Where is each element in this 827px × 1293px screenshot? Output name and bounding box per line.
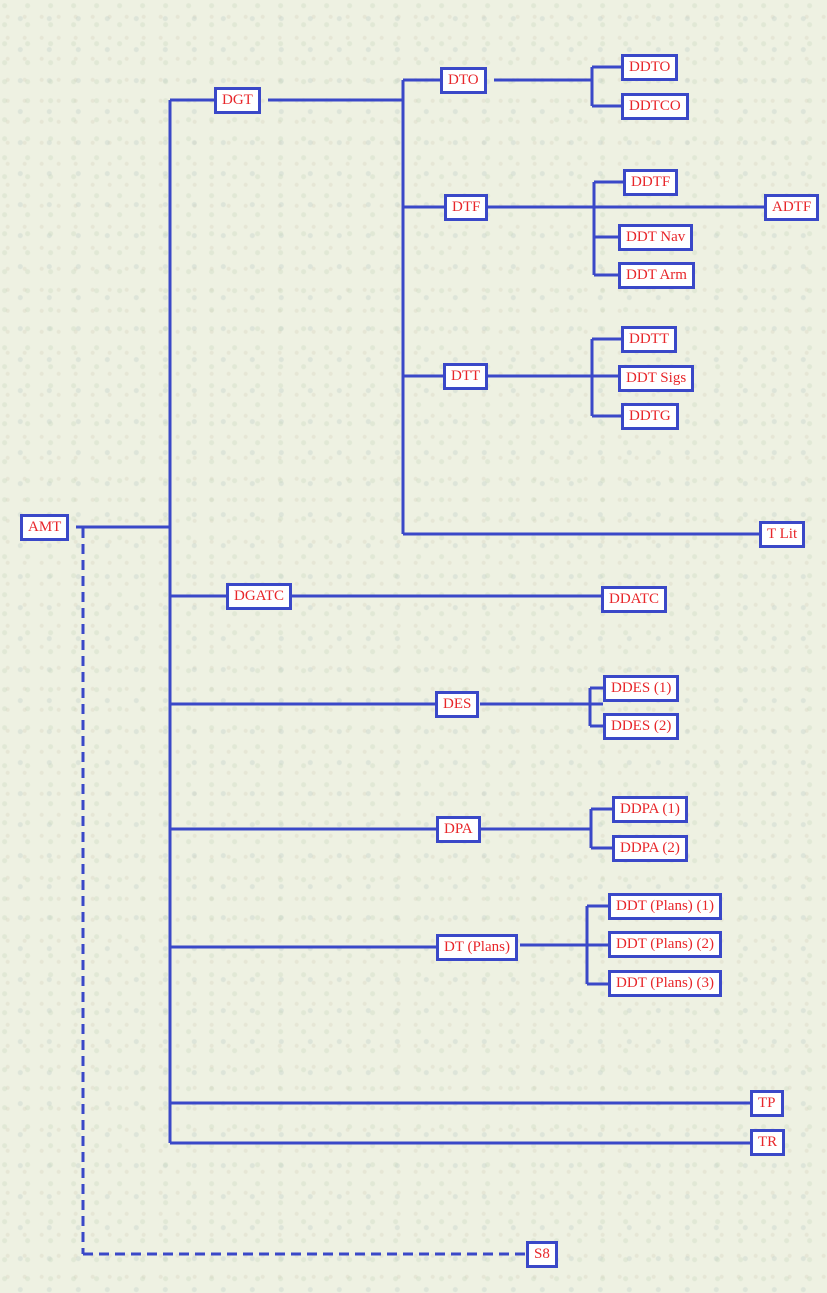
node-des: DES bbox=[435, 691, 480, 718]
node-ddes-2: DDES (2) bbox=[603, 713, 680, 740]
node-dt-plans: DT (Plans) bbox=[436, 934, 518, 961]
node-ddt-plans-2: DDT (Plans) (2) bbox=[608, 931, 723, 958]
node-ddtf: DDTF bbox=[623, 169, 679, 196]
node-ddt-plans-3: DDT (Plans) (3) bbox=[608, 970, 723, 997]
node-dgatc: DGATC bbox=[226, 583, 293, 610]
node-tp: TP bbox=[750, 1090, 784, 1117]
node-ddtt: DDTT bbox=[621, 326, 677, 353]
node-adtf: ADTF bbox=[764, 194, 820, 221]
node-dgt: DGT bbox=[214, 87, 261, 114]
node-ddpa-1: DDPA (1) bbox=[612, 796, 688, 823]
node-dto: DTO bbox=[440, 67, 487, 94]
node-ddtco: DDTCO bbox=[621, 93, 689, 120]
node-ddes-1: DDES (1) bbox=[603, 675, 680, 702]
node-dtf: DTF bbox=[444, 194, 489, 221]
node-dpa: DPA bbox=[436, 816, 481, 843]
node-ddtg: DDTG bbox=[621, 403, 679, 430]
node-tr: TR bbox=[750, 1129, 786, 1156]
node-ddpa-2: DDPA (2) bbox=[612, 835, 688, 862]
node-s8: S8 bbox=[526, 1241, 558, 1268]
node-ddto: DDTO bbox=[621, 54, 679, 81]
node-ddt-plans-1: DDT (Plans) (1) bbox=[608, 893, 723, 920]
node-t-lit: T Lit bbox=[759, 521, 806, 548]
node-ddt-arm: DDT Arm bbox=[618, 262, 695, 289]
node-amt: AMT bbox=[20, 514, 70, 541]
node-dtt: DTT bbox=[443, 363, 489, 390]
node-ddt-sigs: DDT Sigs bbox=[618, 365, 695, 392]
node-ddatc: DDATC bbox=[601, 586, 668, 613]
node-ddt-nav: DDT Nav bbox=[618, 224, 694, 251]
